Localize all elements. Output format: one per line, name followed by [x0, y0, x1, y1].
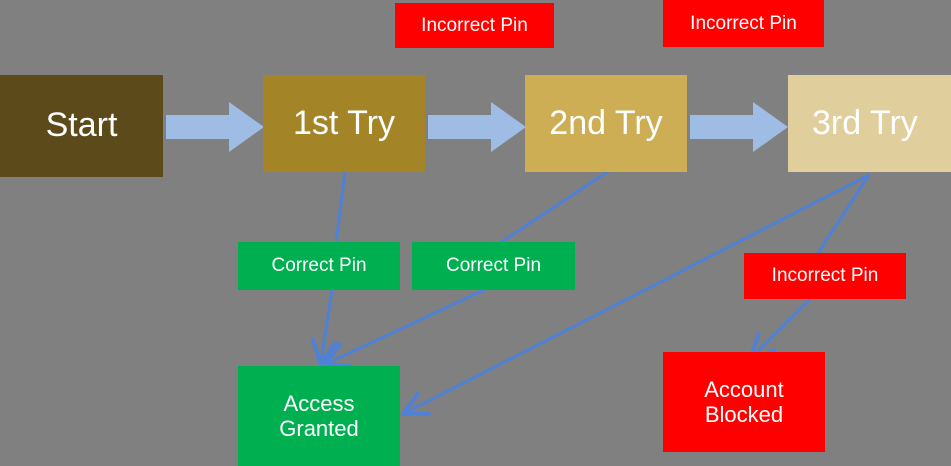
edge-label-incorrect-pin-3-text: Incorrect Pin	[771, 265, 879, 287]
node-try3-label: 3rd Try	[812, 103, 918, 142]
node-access-granted-line2: Granted	[279, 416, 359, 441]
edge-label-correct-pin-2[interactable]: Correct Pin	[412, 242, 575, 290]
connector-try1-to-correct1	[334, 170, 347, 245]
node-start-label: Start	[45, 106, 118, 145]
node-account-blocked-line1: Account	[704, 376, 784, 402]
edge-label-incorrect-pin-1-text: Incorrect Pin	[421, 14, 528, 36]
edge-label-incorrect-pin-2-text: Incorrect Pin	[690, 12, 797, 34]
node-try3[interactable]: 3rd Try	[788, 75, 951, 172]
edge-label-incorrect-pin-2[interactable]: Incorrect Pin	[663, 0, 824, 47]
node-access-granted-line1: Access	[283, 390, 355, 416]
connector-try2-to-correct2	[498, 170, 609, 245]
connector-incorrect3-to-blocked	[752, 297, 812, 357]
node-try1[interactable]: 1st Try	[263, 75, 425, 172]
edge-label-incorrect-pin-1[interactable]: Incorrect Pin	[395, 3, 554, 48]
connector-try3-to-incorrect3	[816, 173, 871, 255]
node-account-blocked-line2: Blocked	[704, 402, 784, 427]
connector-correct1-to-access	[321, 288, 332, 362]
node-account-blocked[interactable]: Account Blocked	[663, 352, 825, 452]
connector-correct2-to-access	[326, 288, 486, 364]
node-start[interactable]: Start	[0, 75, 163, 177]
edge-label-incorrect-pin-3[interactable]: Incorrect Pin	[744, 253, 906, 299]
arrow-start-to-try1	[166, 102, 264, 152]
node-try2[interactable]: 2nd Try	[525, 75, 687, 172]
arrow-try2-to-try3	[690, 102, 788, 152]
edge-label-correct-pin-1[interactable]: Correct Pin	[238, 242, 400, 290]
edge-label-correct-pin-1-text: Correct Pin	[271, 255, 367, 277]
edge-label-correct-pin-2-text: Correct Pin	[445, 255, 542, 277]
node-try1-label: 1st Try	[292, 103, 396, 142]
node-access-granted[interactable]: Access Granted	[238, 366, 400, 466]
node-try2-label: 2nd Try	[549, 103, 663, 142]
arrow-try1-to-try2	[428, 102, 526, 152]
